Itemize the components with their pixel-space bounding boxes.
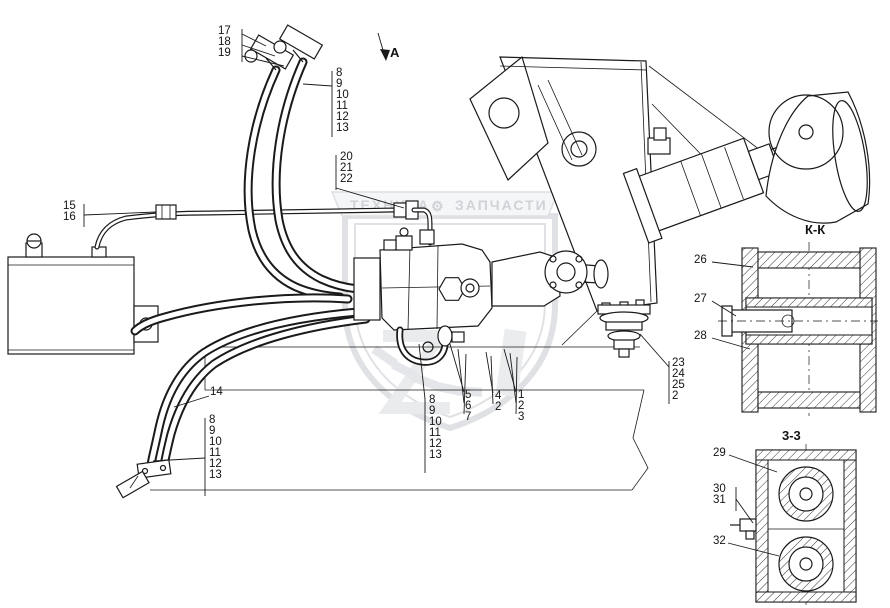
return-hoses-lower [130, 293, 371, 471]
callout-5-6-7: 5 6 7 [465, 389, 472, 423]
callout-26: 26 [694, 254, 707, 266]
callout-30-31: 30 31 [713, 483, 726, 506]
callout-8-13-left: 8 9 10 11 12 13 [209, 414, 222, 481]
view-direction-arrow-icon [377, 32, 390, 61]
watermark-brand-right: ЗАПЧАСТИ [455, 197, 548, 213]
section-view-33 [730, 444, 857, 606]
frame-bottom-fitting [597, 304, 651, 358]
gear-icon: ⚙ [431, 198, 446, 214]
callout-17-18-19: 17 18 19 [218, 25, 231, 59]
hydraulic-tank [7, 233, 159, 355]
hose-mounting-foot [115, 459, 172, 499]
callout-15-16: 15 16 [63, 200, 76, 223]
suction-pipe [94, 200, 433, 250]
callout-4-2: 4 2 [495, 390, 502, 413]
view-label-a: А [390, 45, 400, 60]
callout-28: 28 [694, 330, 707, 342]
leader-lines [83, 29, 780, 557]
callout-27: 27 [694, 293, 707, 305]
callout-1-2-3: 1 2 3 [518, 389, 525, 423]
section-label-kk: К-К [805, 222, 826, 237]
callout-32: 32 [713, 535, 726, 547]
callout-8-13-mid: 8 9 10 11 12 13 [429, 394, 442, 461]
pump-assembly [353, 227, 588, 366]
callout-23-24-25-2: 23 24 25 2 [672, 357, 685, 402]
callout-29: 29 [713, 447, 726, 459]
callout-20-21-22: 20 21 22 [340, 151, 353, 185]
section-view-kk [718, 242, 878, 416]
pressure-hoses-top [243, 57, 363, 302]
suction-horn [765, 91, 871, 224]
section-label-33: 3-3 [782, 428, 801, 443]
hose-end-fittings-top [244, 24, 324, 71]
callout-8-13-top: 8 9 10 11 12 13 [336, 67, 349, 134]
callout-14: 14 [210, 386, 223, 398]
